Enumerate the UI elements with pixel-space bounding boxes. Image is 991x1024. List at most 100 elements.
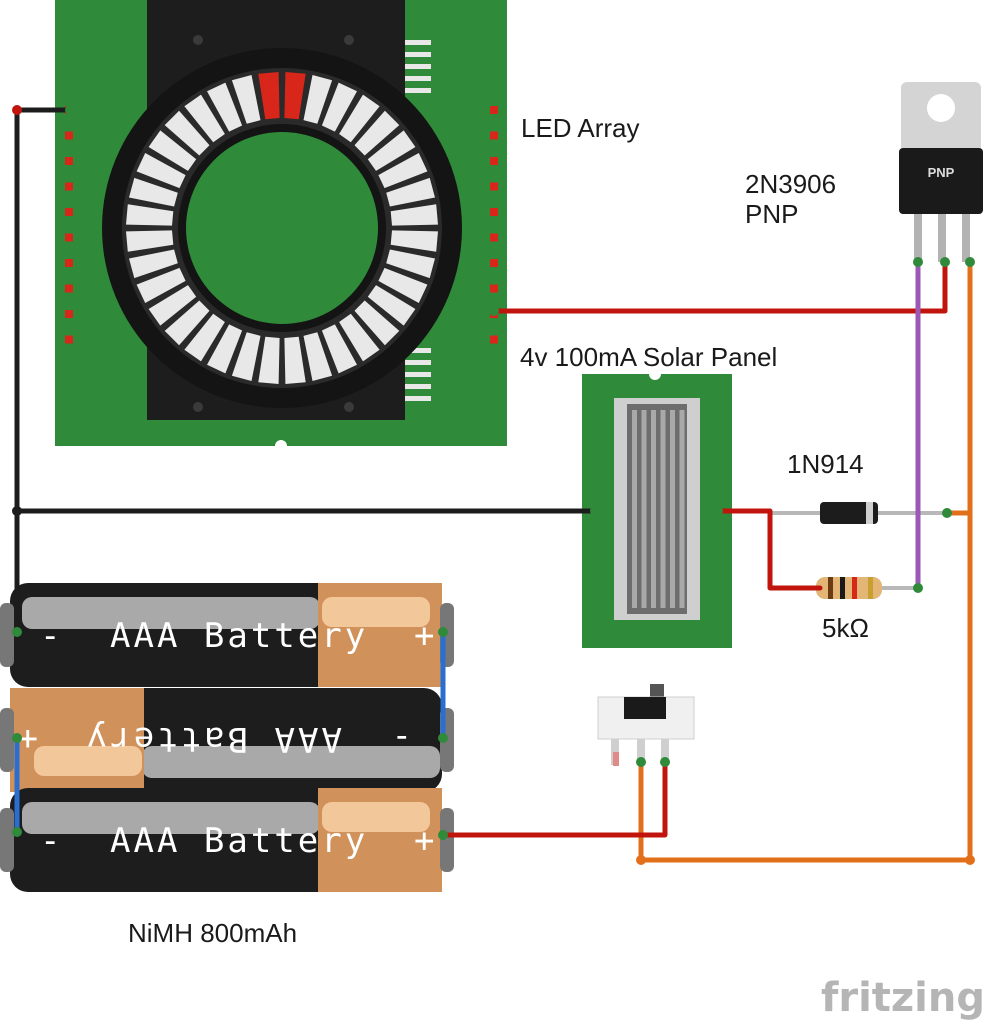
wire-endpoint[interactable] [438, 830, 448, 840]
wire-endpoint[interactable] [438, 627, 448, 637]
wire-endpoints [12, 105, 975, 865]
transistor-body [899, 148, 983, 214]
led-segment [164, 300, 210, 346]
battery-minus-label: - [389, 719, 412, 759]
chip-pins-top [405, 40, 431, 93]
resistor-label: 5kΩ [822, 613, 869, 643]
led-segment [354, 110, 400, 156]
led-segment [367, 285, 416, 326]
led-segment [207, 324, 243, 374]
led-segment [129, 249, 178, 279]
header-pad [65, 335, 73, 344]
led-segment [284, 336, 306, 384]
led-array-board [55, 0, 507, 452]
solar-strip [651, 410, 656, 608]
led-segment [129, 177, 178, 207]
led-segment [148, 130, 197, 171]
led-segment [136, 153, 186, 189]
aaa-battery: - AAA Battery + [0, 788, 454, 892]
wire-endpoint[interactable] [636, 757, 646, 767]
wire-endpoint[interactable] [12, 627, 22, 637]
header-pad [490, 157, 498, 165]
led-segment [386, 249, 435, 279]
solar-panel-label: 4v 100mA Solar Panel [520, 342, 777, 372]
led-segment [339, 313, 380, 362]
battery-pack-label: NiMH 800mAh [128, 918, 297, 948]
wire-red-led-collector [491, 259, 948, 314]
battery-pack: - AAA Battery + - AAA Battery + - AAA Battery + [0, 583, 454, 892]
wires [14, 107, 973, 863]
battery-label: AAA Battery [110, 821, 368, 861]
header-pad [490, 259, 498, 267]
wire-endpoint[interactable] [438, 733, 448, 743]
led-segment [303, 75, 333, 124]
led-segment-lit [284, 72, 306, 120]
pnp-transistor: PNP [899, 82, 983, 262]
led-segment [367, 130, 416, 171]
header-pad [65, 131, 73, 140]
battery-label: AAA Battery [84, 719, 342, 759]
header-pad [490, 106, 498, 114]
aaa-battery: - AAA Battery + [0, 688, 454, 792]
solar-strip [670, 410, 675, 608]
header-pad [490, 131, 498, 140]
wire-endpoint[interactable] [913, 257, 923, 267]
wire-endpoint[interactable] [590, 506, 600, 516]
wire-endpoint[interactable] [942, 508, 952, 518]
transistor-body-label: PNP [928, 165, 955, 180]
led-segment [258, 336, 280, 384]
header-pad [490, 208, 498, 216]
solar-cell-strips [632, 410, 685, 608]
wire-endpoint[interactable] [713, 506, 723, 516]
led-segment [321, 324, 357, 374]
solar-strip [679, 410, 685, 608]
wire-endpoint[interactable] [65, 105, 75, 115]
header-pad [65, 208, 73, 216]
battery-plus-label: + [15, 719, 38, 759]
wire-endpoint[interactable] [12, 733, 22, 743]
led-segment [390, 230, 438, 252]
battery-plus-label: + [414, 616, 437, 656]
wire-endpoint[interactable] [965, 257, 975, 267]
fritzing-watermark: fritzing [821, 975, 985, 1021]
wire-endpoint[interactable] [913, 583, 923, 593]
wire-red-battery-switch [440, 759, 668, 838]
wire-endpoint[interactable] [12, 105, 22, 115]
battery-plus-label: + [414, 821, 437, 861]
slide-switch[interactable] [597, 684, 695, 766]
wire-endpoint[interactable] [12, 506, 22, 516]
wire-endpoint[interactable] [660, 757, 670, 767]
header-pad [65, 233, 73, 242]
wire-endpoint[interactable] [636, 855, 646, 865]
solar-strip [641, 410, 647, 608]
battery-minus-label: - [40, 821, 63, 861]
wire-endpoint[interactable] [489, 306, 499, 316]
solar-strip [660, 410, 666, 608]
wire-orange-emitter [638, 259, 973, 863]
wire-red-solar [715, 508, 823, 591]
wire-endpoint[interactable] [965, 855, 975, 865]
led-segment [184, 94, 225, 143]
led-segment [207, 82, 243, 132]
led-ring-center [186, 132, 378, 324]
header-pad [490, 335, 498, 344]
led-segment [303, 332, 333, 381]
led-array-label: LED Array [521, 113, 640, 143]
header-pad [65, 157, 73, 165]
wire-endpoint[interactable] [12, 827, 22, 837]
header-pad [490, 182, 498, 191]
switch-slider [624, 697, 666, 719]
battery-label: AAA Battery [110, 616, 368, 656]
transistor-type-label: PNP [745, 199, 798, 229]
diode-cathode-band [866, 502, 873, 524]
wire-endpoint[interactable] [940, 257, 950, 267]
led-segment [231, 75, 261, 124]
transistor-part-label: 2N3906 [745, 169, 836, 199]
led-segment [390, 204, 438, 226]
led-ring-segments [126, 72, 438, 384]
led-segment [231, 332, 261, 381]
battery-minus-label: - [40, 616, 63, 656]
resistor [770, 577, 918, 599]
